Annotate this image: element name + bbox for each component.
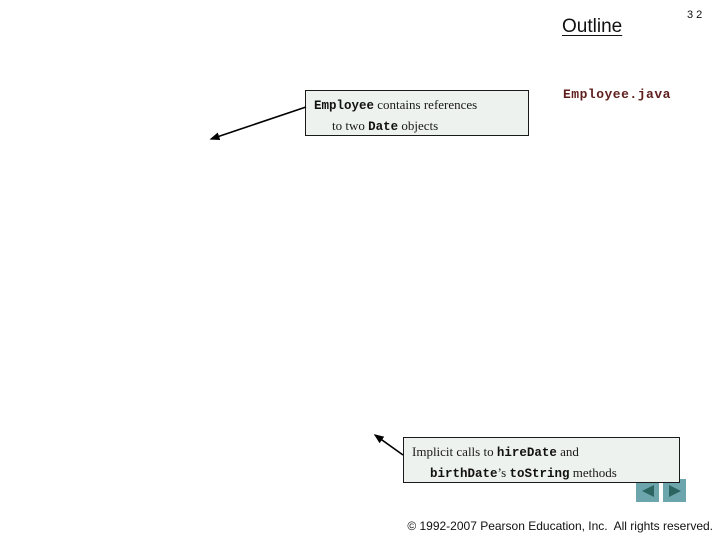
callout-text: Implicit calls to bbox=[412, 444, 497, 459]
callout-text: and bbox=[556, 444, 579, 459]
code-token-hiredate: hireDate bbox=[496, 446, 557, 460]
callout-employee-references: Employee contains references to two Date… bbox=[305, 90, 529, 136]
callout-line: to two Date objects bbox=[332, 116, 520, 137]
callout-line: Employee contains references bbox=[314, 95, 520, 116]
prev-slide-button[interactable] bbox=[636, 479, 659, 502]
callout-arrow-employee bbox=[209, 106, 307, 141]
callout-arrow-implicit bbox=[373, 434, 404, 456]
filename-label: Employee.java bbox=[563, 87, 671, 102]
code-token-tostring: toString bbox=[509, 467, 570, 481]
callout-implicit-calls: Implicit calls to hireDate and birthDate… bbox=[403, 437, 680, 483]
next-slide-button[interactable] bbox=[663, 479, 686, 502]
callout-line: Implicit calls to hireDate and bbox=[412, 442, 671, 463]
code-token-employee: Employee bbox=[314, 99, 375, 113]
callout-text: to two bbox=[332, 118, 369, 133]
callout-text: ’s bbox=[497, 465, 510, 480]
copyright-text: © 1992-2007 Pearson Education, Inc. All … bbox=[407, 519, 713, 533]
callout-text: methods bbox=[569, 465, 617, 480]
code-token-date: Date bbox=[368, 120, 399, 134]
left-triangle-icon bbox=[641, 484, 654, 497]
page-title: Outline bbox=[562, 16, 623, 37]
callout-line: birthDate’s toString methods bbox=[430, 463, 671, 484]
right-triangle-icon bbox=[668, 484, 681, 497]
callout-text: contains references bbox=[374, 97, 478, 112]
page-number: 32 bbox=[687, 9, 706, 21]
callout-text: objects bbox=[398, 118, 439, 133]
code-token-birthdate: birthDate bbox=[430, 467, 498, 481]
